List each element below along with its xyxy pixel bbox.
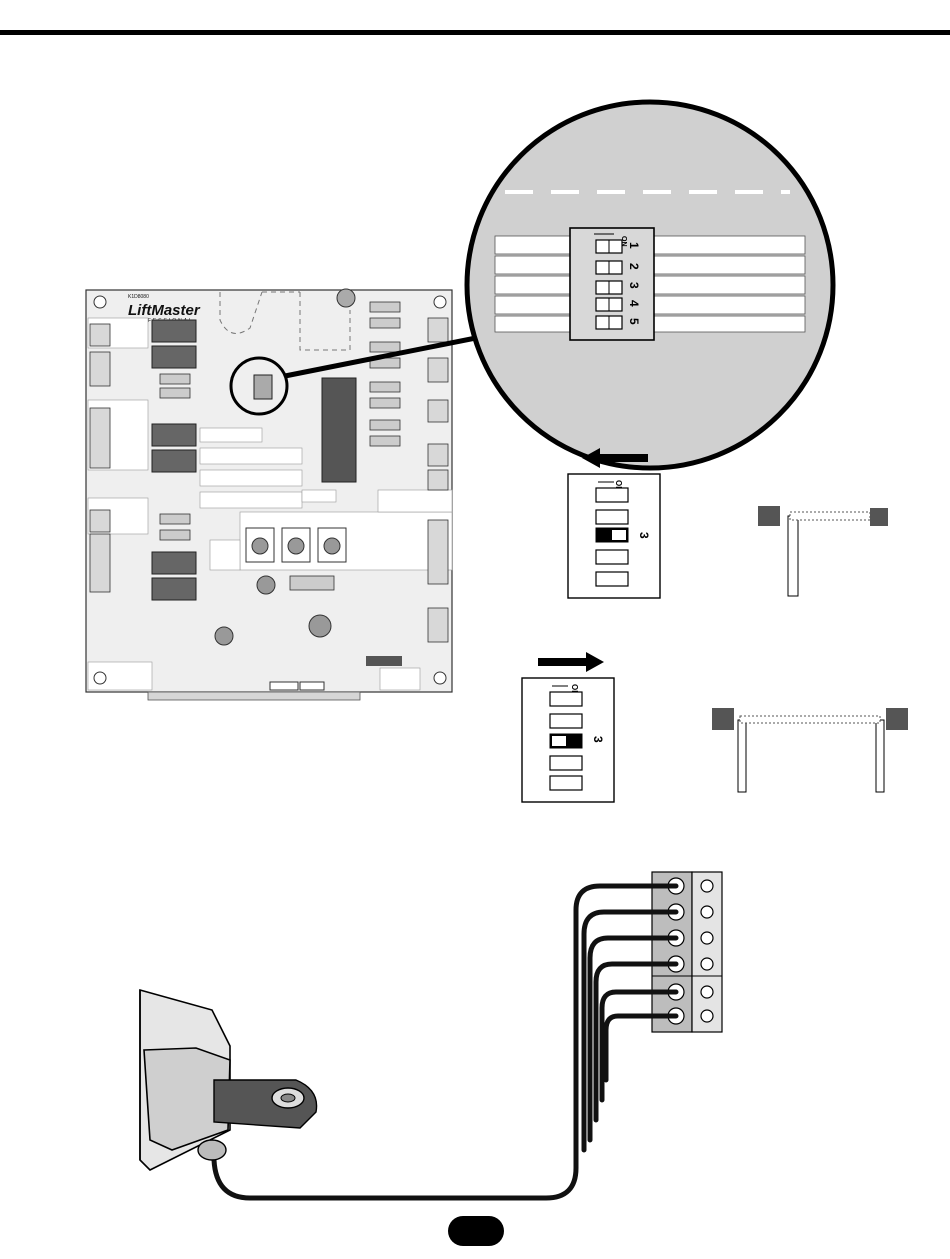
board-serial: K1D8080 [128,294,149,300]
dip-number-5: 5 [627,318,641,325]
dip-option-off: ON 3 [522,652,908,802]
dip-number-4: 4 [627,300,641,307]
board-dip-switch [254,375,272,399]
dip-option-on: ON 3 [568,448,888,598]
dip-number-2: 2 [627,263,641,270]
dual-gate-diagram [712,708,908,792]
arrow-right-icon [538,652,604,672]
terminal-block [652,872,722,1032]
wire-bundle [214,886,676,1198]
magnified-dip-view: ON 1 2 3 4 5 [467,102,833,468]
board-brand-logo: LiftMaster [128,302,201,319]
option2-switch-label: 3 [591,736,605,743]
dip-number-3: 3 [627,282,641,289]
page-number-tab [448,1216,504,1246]
top-rule [0,30,950,35]
option1-switch-label: 3 [637,532,651,539]
dip-number-1: 1 [627,242,641,249]
single-gate-diagram [758,506,888,596]
control-board: K1D8080 LiftMaster PROFESSIONAL [86,289,506,700]
safety-sensor-device [140,990,317,1170]
